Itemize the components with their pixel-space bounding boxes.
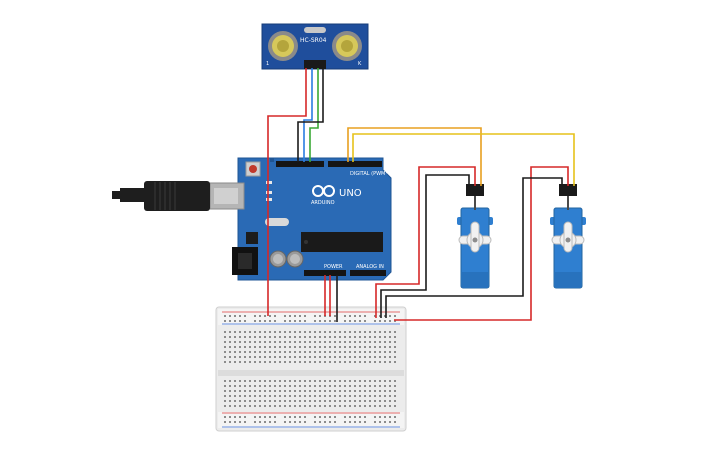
- servo2-gnd-wire[interactable]: [385, 177, 563, 318]
- analog-header: [350, 270, 386, 276]
- wires: [267, 68, 575, 322]
- board-brand-label: ARDUINO: [311, 200, 335, 206]
- servo1-connector: [466, 184, 484, 196]
- power-header: [304, 270, 346, 276]
- led-l: [266, 181, 272, 184]
- arduino-logo: [312, 185, 335, 197]
- digital-header-left: [276, 161, 324, 167]
- breadboard-holes: [224, 315, 396, 423]
- voltage-regulator: [246, 232, 258, 244]
- breadboard[interactable]: [215, 306, 407, 432]
- servo1-power-wire[interactable]: [375, 166, 476, 318]
- sensor-model-label: HC-SR04: [300, 37, 327, 44]
- digital-header-label: DIGITAL (PWM~): [350, 171, 392, 177]
- usb-cable: [112, 181, 210, 211]
- servo2-power-wire[interactable]: [394, 166, 569, 321]
- crystal-oscillator: [265, 218, 289, 226]
- ultrasonic-sensor[interactable]: HC-SR04 1 K: [261, 23, 369, 70]
- servo-motor-2[interactable]: [550, 184, 586, 289]
- digital-header-right: [328, 161, 382, 167]
- sensor-trig-wire[interactable]: [303, 68, 313, 162]
- led-tx: [266, 191, 272, 194]
- servo1-gnd-wire[interactable]: [380, 174, 470, 318]
- arduino-uno-board[interactable]: UNO ARDUINO DIGITAL (PWM~) POWER ANALOG …: [112, 157, 392, 281]
- sensor-echo-wire[interactable]: [309, 68, 319, 162]
- sensor-gnd-wire[interactable]: [297, 68, 324, 162]
- sensor-pin-header: [304, 60, 326, 69]
- sensor-pin-label-right: K: [358, 61, 362, 67]
- atmega-chip: [301, 232, 383, 252]
- power-header-label: POWER: [324, 264, 343, 270]
- servo2-horn: [551, 221, 585, 253]
- servo-motor-1[interactable]: [457, 184, 493, 289]
- sensor-crystal: [304, 27, 326, 33]
- led-rx: [266, 198, 272, 201]
- sensor-vcc-wire[interactable]: [267, 68, 307, 316]
- servo1-horn: [458, 221, 492, 253]
- servo2-signal-wire[interactable]: [352, 133, 575, 186]
- board-model-label: UNO: [339, 188, 362, 199]
- servo1-signal-wire[interactable]: [347, 127, 482, 186]
- analog-header-label: ANALOG IN: [356, 264, 384, 270]
- servo2-connector: [559, 184, 577, 196]
- center-channel: [218, 370, 404, 376]
- sensor-pin-label-left: 1: [266, 61, 269, 67]
